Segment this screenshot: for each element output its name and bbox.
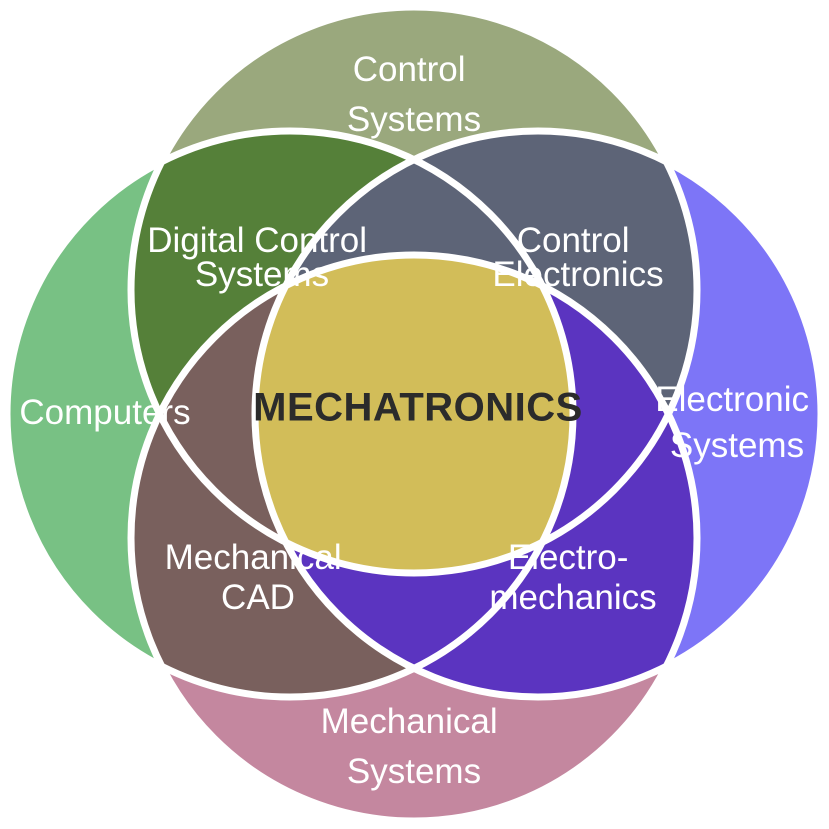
label-control-electronics-line-2: Electronics (492, 255, 663, 294)
outline-control-systems (127, 3, 701, 577)
label-electronic-systems: Electronic Systems (655, 380, 818, 465)
label-mechatronics-core: MECHATRONICS (253, 386, 583, 430)
region-outlines (3, 3, 825, 825)
label-computers: Computers (19, 393, 190, 432)
label-electronic-systems-line-2: Systems (670, 426, 804, 465)
label-electro-mechanics-line-1: Electro- (508, 538, 629, 577)
label-mechanical-systems: Mechanical Systems (321, 702, 508, 791)
label-control-systems: Control Systems (347, 50, 481, 139)
label-control-systems-line-1: Control (353, 50, 466, 89)
label-digital-control-systems-line-2: Systems (195, 255, 329, 294)
outline-electronic-systems (251, 127, 825, 701)
set-labels: Control Systems Electronic Systems Mecha… (19, 50, 818, 791)
outline-computers (3, 127, 577, 701)
label-control-electronics: Control Electronics (492, 221, 663, 294)
label-mechanical-systems-line-1: Mechanical (321, 702, 498, 741)
label-mechanical-cad-line-1: Mechanical (165, 538, 342, 577)
label-digital-control-systems-line-1: Digital Control (147, 221, 367, 260)
label-digital-control-systems: Digital Control Systems (147, 221, 377, 294)
label-mechanical-systems-line-2: Systems (347, 752, 481, 791)
label-control-electronics-line-1: Control (517, 221, 630, 260)
intersection-labels: Digital Control Systems Control Electron… (147, 221, 663, 617)
outline-mechanical-systems (127, 251, 701, 825)
label-control-systems-line-2: Systems (347, 100, 481, 139)
label-electro-mechanics-line-2: mechanics (489, 578, 656, 617)
label-electronic-systems-line-1: Electronic (655, 380, 809, 419)
label-computers-line-1: Computers (19, 393, 190, 432)
label-mechanical-cad: Mechanical CAD (165, 538, 352, 617)
label-mechanical-cad-line-2: CAD (221, 578, 295, 617)
label-electro-mechanics: Electro- mechanics (489, 538, 656, 617)
